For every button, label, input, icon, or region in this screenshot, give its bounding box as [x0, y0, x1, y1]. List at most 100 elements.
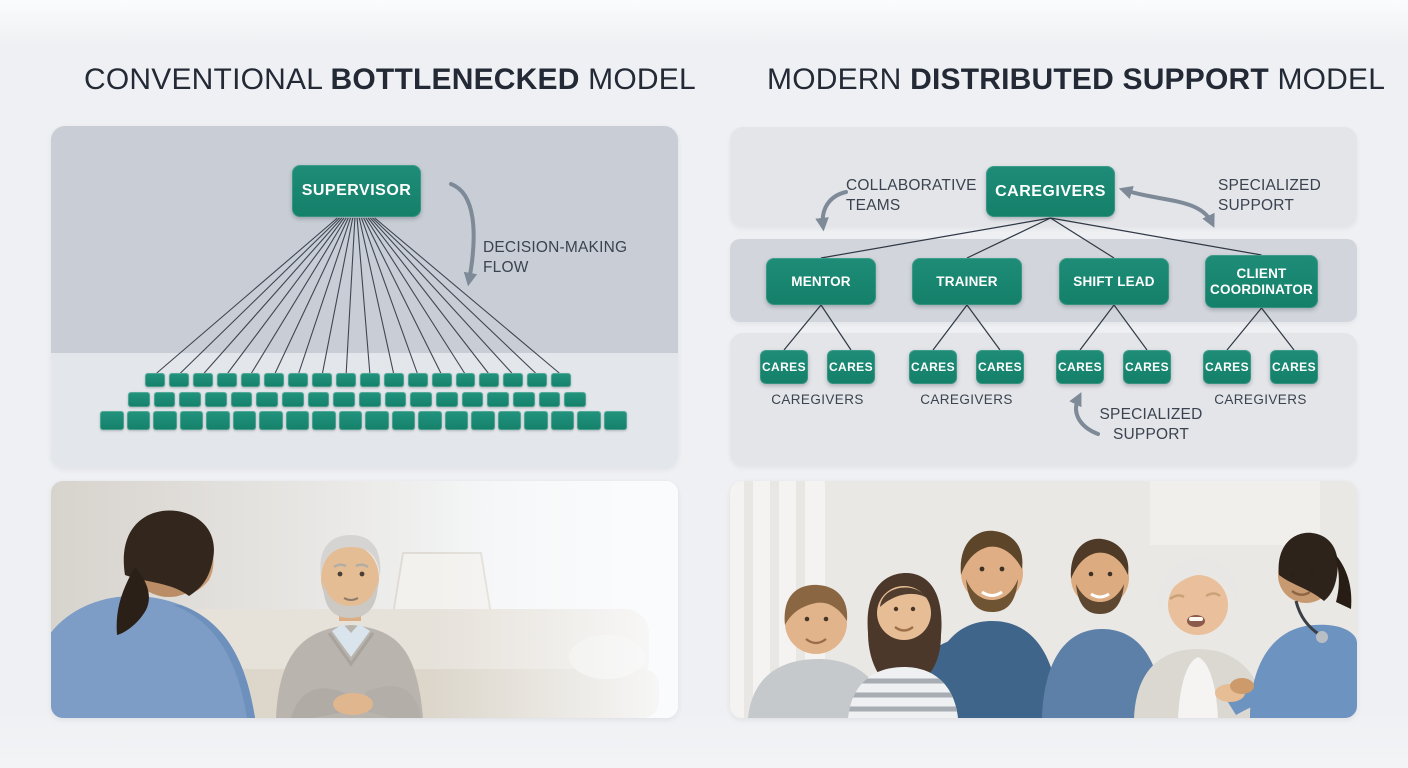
- worker-box: [487, 392, 510, 407]
- left-photo: [51, 481, 678, 718]
- lead-label: SHIFT LEAD: [1073, 273, 1155, 289]
- lead-box-trainer: TRAINER: [912, 258, 1022, 305]
- cares-box: CARES: [827, 350, 875, 384]
- nurse-figure: [1226, 532, 1357, 718]
- cares-label: CARES: [1124, 360, 1169, 374]
- worker-box: [360, 373, 380, 387]
- cares-box: CARES: [976, 350, 1024, 384]
- worker-box: [359, 392, 381, 407]
- right-photo: [730, 481, 1357, 718]
- worker-box: [232, 411, 256, 430]
- worker-box: [410, 392, 433, 407]
- worker-box: [192, 373, 213, 387]
- worker-box: [431, 373, 452, 387]
- worker-box: [383, 373, 404, 387]
- worker-box: [333, 392, 356, 407]
- title-text: MODERN: [767, 63, 911, 96]
- worker-box: [577, 411, 601, 430]
- worker-box: [256, 392, 279, 407]
- stethoscope-disc-icon: [1316, 631, 1328, 643]
- cares-box: CARES: [909, 350, 957, 384]
- elderly-man-figure: [276, 535, 423, 718]
- cares-box: CARES: [1203, 350, 1251, 384]
- worker-box: [288, 373, 309, 387]
- cares-label: CARES: [1057, 360, 1102, 374]
- worker-box: [216, 373, 237, 387]
- stethoscope-icon: [1294, 600, 1321, 637]
- cares-label: CARES: [977, 360, 1022, 374]
- lead-box-shift-lead: SHIFT LEAD: [1059, 258, 1169, 305]
- right-photo-illustration: [730, 481, 1357, 718]
- specialized-support-line2: SUPPORT: [1218, 197, 1295, 214]
- distributed-diagram-panel: CAREGIVERS COLLABORATIVE TEAMS SPECIALIZ…: [730, 126, 1357, 468]
- worker-box: [179, 411, 203, 430]
- worker-box: [538, 392, 561, 407]
- worker-box: [153, 411, 177, 430]
- worker-box: [497, 411, 521, 430]
- title-text-bold: BOTTLENECKED: [330, 63, 580, 96]
- supervisor-box: SUPERVISOR: [292, 165, 421, 217]
- collaborative-teams-line1: COLLABORATIVE: [846, 177, 977, 194]
- team-caption: CAREGIVERS: [771, 392, 864, 407]
- worker-row-1: [145, 373, 572, 387]
- worker-box: [603, 411, 627, 430]
- specialized-support-bottom-label: SPECIALIZED SUPPORT: [1100, 405, 1203, 445]
- worker-box: [524, 411, 548, 430]
- worker-box: [240, 373, 261, 387]
- cares-label: CARES: [910, 360, 955, 374]
- lead-label: CLIENT COORDINATOR: [1210, 265, 1313, 297]
- cares-label: CARES: [1271, 360, 1316, 374]
- worker-box: [168, 373, 189, 387]
- worker-box: [338, 411, 362, 430]
- worker-box: [391, 411, 415, 430]
- lead-box-client-coordinator: CLIENT COORDINATOR: [1205, 255, 1318, 308]
- worker-box: [461, 392, 484, 407]
- specialized-support-line1: SPECIALIZED: [1099, 406, 1203, 423]
- title-text-bold: DISTRIBUTED SUPPORT: [910, 63, 1269, 96]
- cares-box: CARES: [760, 350, 808, 384]
- worker-box: [145, 373, 165, 387]
- worker-box: [153, 392, 176, 407]
- bottlenecked-diagram-panel: SUPERVISOR DECISION-MAKING FLOW: [51, 126, 678, 468]
- cares-box: CARES: [1270, 350, 1318, 384]
- worker-box: [564, 392, 587, 407]
- title-text: CONVENTIONAL: [84, 63, 331, 96]
- girl-figure: [848, 573, 958, 718]
- decision-flow-label: DECISION-MAKING FLOW: [483, 238, 627, 278]
- worker-box: [100, 411, 124, 430]
- team-caption: CAREGIVERS: [920, 392, 1013, 407]
- worker-box: [336, 373, 357, 387]
- title-text: MODEL: [1268, 63, 1386, 96]
- worker-box: [282, 392, 304, 407]
- worker-row-3: [100, 411, 627, 430]
- worker-box: [259, 411, 283, 430]
- specialized-support-line1: SPECIALIZED: [1218, 177, 1321, 194]
- decision-flow-line2: FLOW: [483, 259, 529, 276]
- worker-box: [479, 373, 500, 387]
- worker-box: [285, 411, 309, 430]
- worker-box: [205, 392, 227, 407]
- worker-box: [503, 373, 524, 387]
- decision-flow-line1: DECISION-MAKING: [483, 239, 628, 256]
- worker-box: [230, 392, 253, 407]
- specialized-support-line2: SUPPORT: [1112, 426, 1190, 443]
- title-text: MODEL: [579, 63, 696, 96]
- cares-label: CARES: [1204, 360, 1249, 374]
- worker-box: [206, 411, 230, 430]
- right-model-title: MODERN DISTRIBUTED SUPPORT MODEL: [767, 63, 1385, 97]
- worker-box: [444, 411, 468, 430]
- worker-box: [126, 411, 150, 430]
- supervisor-label: SUPERVISOR: [301, 182, 412, 199]
- cares-label: CARES: [828, 360, 873, 374]
- worker-box: [513, 392, 535, 407]
- lead-label: MENTOR: [791, 273, 851, 289]
- caregivers-label: CAREGIVERS: [995, 182, 1106, 200]
- man-figure-1: [914, 530, 1060, 718]
- left-model-title: CONVENTIONAL BOTTLENECKED MODEL: [84, 63, 696, 97]
- worker-box: [550, 411, 574, 430]
- nurse-figure: [51, 510, 255, 718]
- worker-box: [264, 373, 285, 387]
- cares-label: CARES: [761, 360, 806, 374]
- worker-box: [128, 392, 150, 407]
